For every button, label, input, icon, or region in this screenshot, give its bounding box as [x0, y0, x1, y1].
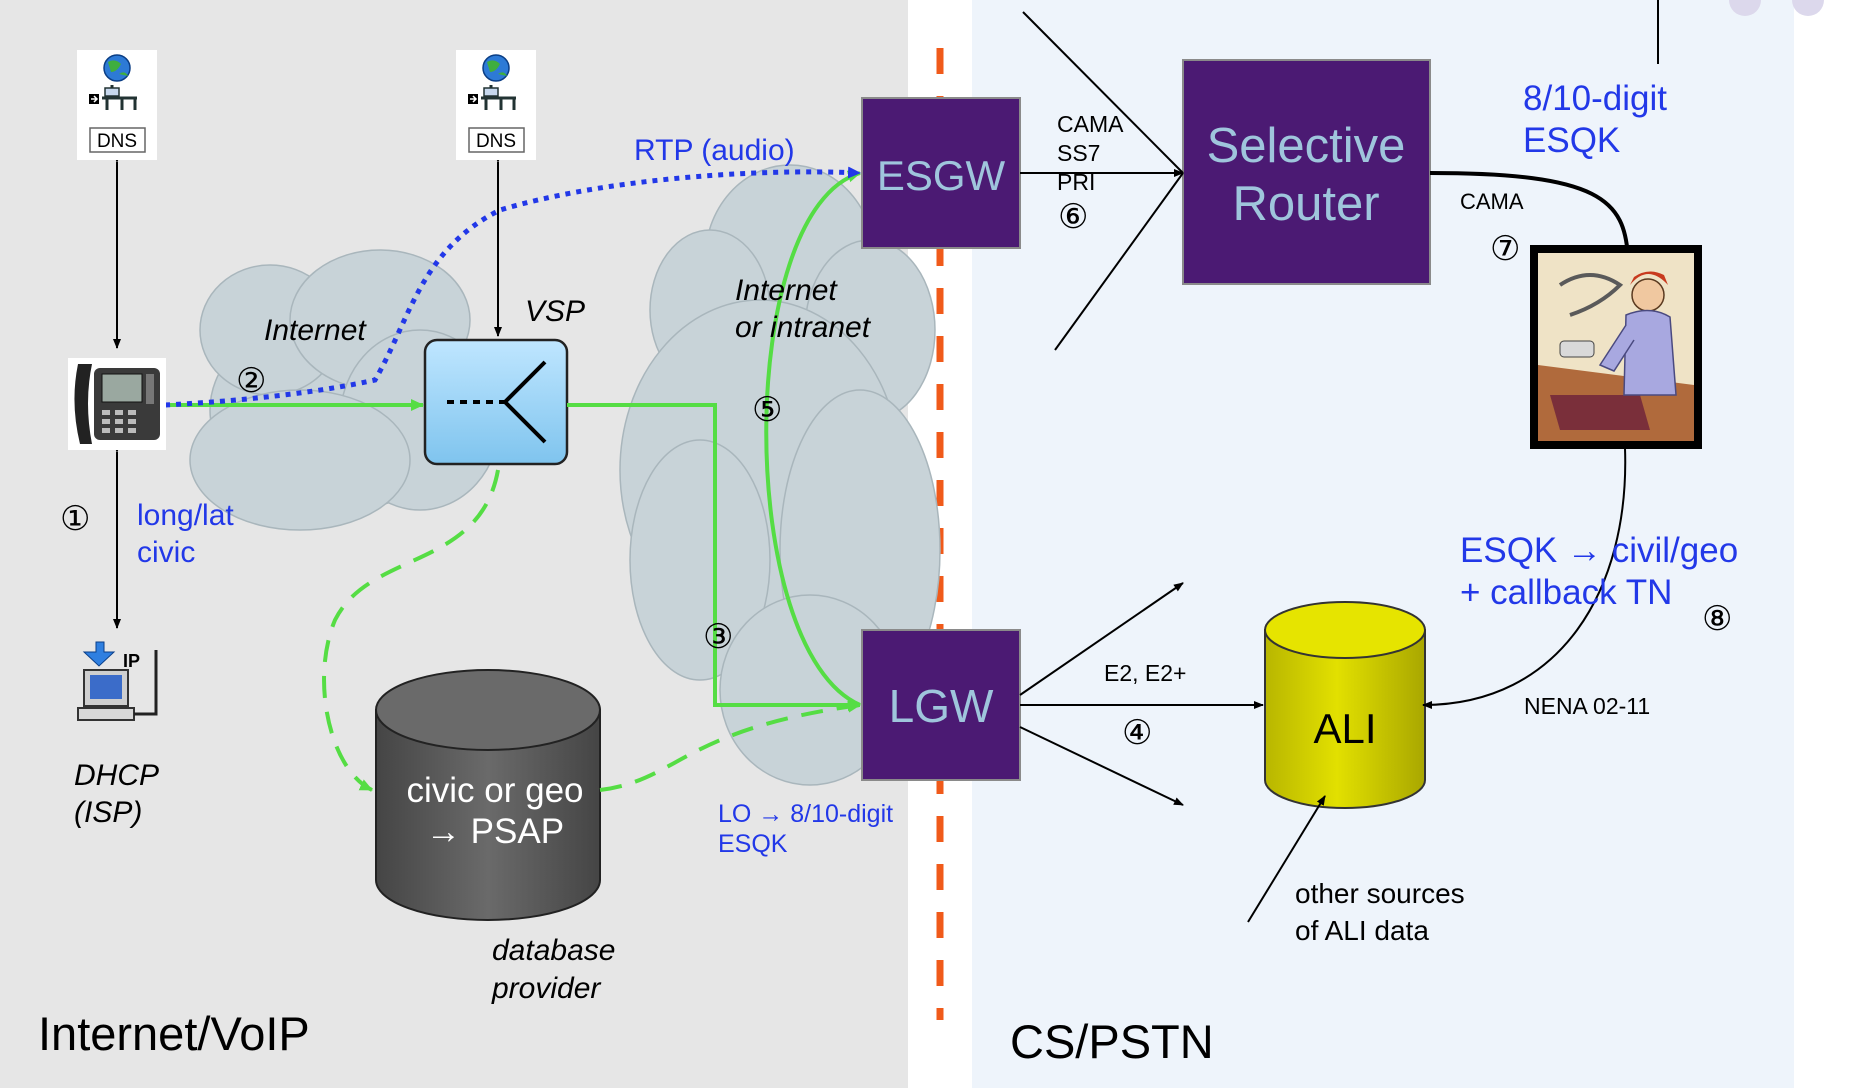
- internet-intranet-cloud: [619, 164, 941, 786]
- e2-label: E2, E2+: [1104, 660, 1186, 686]
- step-3: ③: [703, 617, 733, 657]
- esqk-civil-label-line1: ESQK → civil/geo: [1460, 531, 1738, 570]
- dns-server-icon: [456, 50, 536, 160]
- cama-ss7-pri-label-line2: SS7: [1057, 140, 1100, 166]
- selective-router-label-line2: Router: [1232, 177, 1379, 231]
- corner-dot: [1792, 0, 1824, 16]
- dhcp-label-line1: DHCP: [74, 759, 159, 792]
- ali-database: [1264, 601, 1426, 809]
- esgw-box: [861, 97, 1021, 249]
- database-label-line1: civic or geo: [406, 771, 583, 810]
- step-7: ⑦: [1490, 229, 1520, 269]
- esqk-top-label-line2: ESQK: [1523, 121, 1620, 160]
- intranet-cloud-label-line1: Internet: [735, 274, 838, 307]
- dns-label: DNS: [97, 131, 137, 152]
- lgw-box: [861, 629, 1021, 781]
- cama-ss7-pri-label-line3: PRI: [1057, 169, 1095, 195]
- signal-lines: [113, 0, 1659, 923]
- database-provider-caption-line1: database: [492, 934, 615, 967]
- other-sources-label-line2: of ALI data: [1295, 915, 1429, 946]
- dns-server-icon: [77, 50, 157, 160]
- cama-ss7-pri-label-line1: CAMA: [1057, 111, 1124, 137]
- intranet-cloud-label-line2: or intranet: [735, 311, 872, 344]
- ip-badge: IP: [123, 651, 140, 671]
- psap-operator-image: [1530, 245, 1702, 449]
- lo-esqk-label-line1: LO → 8/10-digit: [718, 800, 893, 828]
- other-sources-label-line1: other sources: [1295, 878, 1465, 909]
- green-call-paths: [165, 170, 861, 711]
- step-2: ②: [236, 361, 266, 401]
- database-label-line2: → PSAP: [426, 812, 564, 851]
- nena-label: NENA 02-11: [1524, 693, 1650, 719]
- longlat-label-line1: long/lat: [137, 499, 234, 532]
- selective-router-box: [1182, 59, 1431, 285]
- vsp-box: [423, 338, 569, 466]
- longlat-label-line2: civic: [137, 536, 195, 569]
- step-8: ⑧: [1702, 599, 1732, 639]
- database-provider-caption-line2: provider: [491, 972, 601, 1005]
- lo-esqk-label-line2: ESQK: [718, 830, 788, 858]
- green-dashed-lookup-paths: [322, 469, 861, 792]
- step-6: ⑥: [1058, 197, 1088, 237]
- dns-label: DNS: [476, 131, 516, 152]
- internet-voip-label: Internet/VoIP: [38, 1007, 310, 1060]
- step-4: ④: [1122, 713, 1152, 753]
- internet-cloud-label: Internet: [264, 314, 367, 347]
- vsp-label: VSP: [525, 295, 585, 328]
- cama-label: CAMA: [1460, 189, 1524, 214]
- lgw-label: LGW: [889, 680, 994, 732]
- dhcp-label-line2: (ISP): [74, 796, 142, 829]
- selective-router-label-line1: Selective: [1207, 119, 1406, 173]
- rtp-audio-label: RTP (audio): [634, 134, 795, 167]
- civic-geo-psap-database: [375, 669, 601, 921]
- ali-label: ALI: [1313, 705, 1376, 752]
- esqk-top-label-line1: 8/10-digit: [1523, 79, 1667, 118]
- esqk-civil-label-line2: + callback TN: [1460, 573, 1672, 612]
- step-1: ①: [60, 499, 90, 539]
- esgw-label: ESGW: [877, 152, 1006, 199]
- cs-pstn-label: CS/PSTN: [1010, 1015, 1214, 1068]
- corner-dot: [1729, 0, 1761, 16]
- step-5: ⑤: [752, 390, 782, 430]
- dhcp-computer-icon: [77, 641, 158, 721]
- ip-phone-icon: [68, 358, 166, 450]
